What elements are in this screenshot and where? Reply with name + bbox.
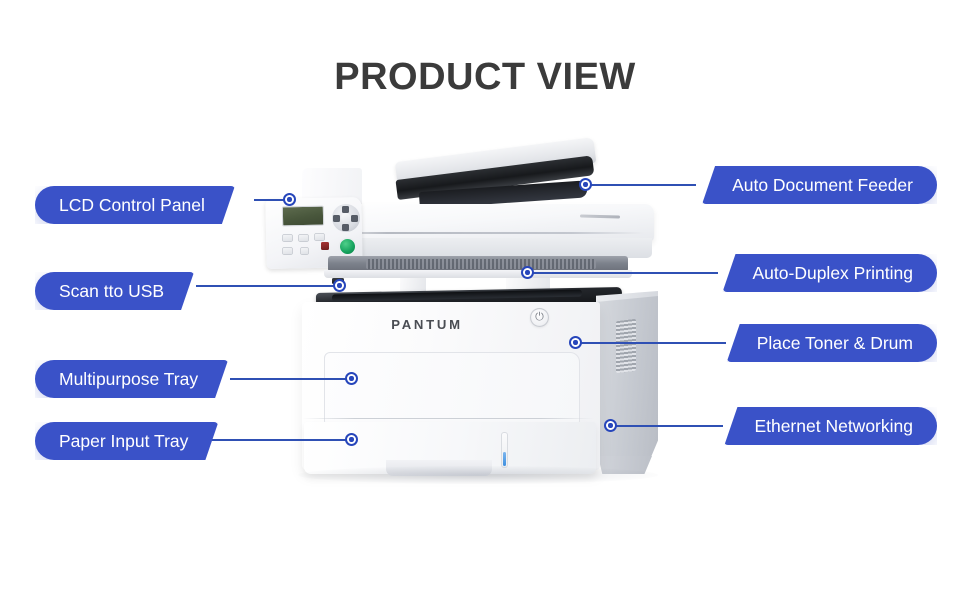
panel-button-4[interactable] (282, 247, 293, 255)
marker-multipurpose-tray[interactable] (345, 372, 358, 385)
body-seam (302, 418, 594, 420)
leader-line-auto-duplex-printing (528, 272, 718, 274)
panel-button-2[interactable] (298, 234, 309, 242)
callout-label-place-toner-and-drum: Place Toner & Drum (756, 333, 913, 353)
leader-line-auto-document-feeder (586, 184, 696, 186)
marker-ethernet-networking[interactable] (604, 419, 617, 432)
callout-label-scan-to-usb: Scan tto USB (59, 281, 165, 301)
leader-line-lcd-control-panel (254, 199, 290, 201)
marker-auto-duplex-printing[interactable] (521, 266, 534, 279)
multipurpose-tray-door[interactable] (324, 352, 580, 424)
callout-label-ethernet-networking: Ethernet Networking (754, 416, 913, 436)
leader-line-multipurpose-tray (230, 378, 352, 380)
callout-label-lcd-control-panel: LCD Control Panel (59, 195, 205, 215)
callout-label-multipurpose-tray: Multipurpose Tray (59, 369, 199, 389)
callout-ethernet-networking[interactable]: Ethernet Networking (724, 407, 937, 445)
callout-label-auto-document-feeder: Auto Document Feeder (732, 175, 913, 195)
marker-paper-input-tray[interactable] (345, 433, 358, 446)
callout-place-toner-and-drum[interactable]: Place Toner & Drum (726, 324, 937, 362)
panel-button-1[interactable] (282, 234, 293, 242)
callout-auto-document-feeder[interactable]: Auto Document Feeder (702, 166, 937, 204)
callout-lcd-control-panel[interactable]: LCD Control Panel (35, 186, 235, 224)
marker-auto-document-feeder[interactable] (579, 178, 592, 191)
callout-multipurpose-tray[interactable]: Multipurpose Tray (35, 360, 228, 398)
leader-line-scan-to-usb (196, 285, 340, 287)
dpad-up-icon[interactable] (342, 206, 349, 213)
printer-illustration: PANTUM ⏻ (265, 137, 680, 490)
lcd-display (281, 205, 325, 227)
leader-line-ethernet-networking (611, 425, 723, 427)
scanner-housing-body (310, 238, 652, 258)
paper-level-gauge (501, 432, 508, 468)
panel-stop-button[interactable] (321, 242, 329, 250)
leader-line-place-toner-and-drum (576, 342, 726, 344)
marker-lcd-control-panel[interactable] (283, 193, 296, 206)
callout-paper-input-tray[interactable]: Paper Input Tray (35, 422, 218, 460)
marker-scan-to-usb[interactable] (333, 279, 346, 292)
callout-label-paper-input-tray: Paper Input Tray (59, 431, 189, 451)
page-title: PRODUCT VIEW (334, 56, 636, 98)
cassette-handle[interactable] (386, 460, 492, 476)
paper-path-rollers (366, 259, 596, 269)
marker-place-toner-and-drum[interactable] (569, 336, 582, 349)
ventilation-grille (616, 318, 636, 374)
callout-scan-to-usb[interactable]: Scan tto USB (35, 272, 194, 310)
power-button-icon[interactable]: ⏻ (530, 308, 549, 327)
panel-button-3[interactable] (314, 233, 325, 241)
dpad-center-button[interactable] (341, 213, 351, 223)
dpad-left-icon[interactable] (333, 215, 340, 222)
brand-logo: PANTUM (391, 318, 463, 332)
dpad-right-icon[interactable] (351, 215, 358, 222)
leader-line-paper-input-tray (210, 439, 352, 441)
paper-path-lip (324, 270, 632, 278)
ground-shadow (298, 466, 658, 484)
callout-auto-duplex-printing[interactable]: Auto-Duplex Printing (722, 254, 937, 292)
printer-side-foot (598, 456, 652, 474)
paper-level-indicator (503, 452, 506, 466)
dpad-down-icon[interactable] (342, 224, 349, 231)
callout-label-auto-duplex-printing: Auto-Duplex Printing (752, 263, 914, 283)
scanner-housing-seam (314, 232, 644, 234)
scanner-flatbed-housing[interactable] (308, 204, 654, 242)
panel-button-5[interactable] (300, 247, 309, 255)
